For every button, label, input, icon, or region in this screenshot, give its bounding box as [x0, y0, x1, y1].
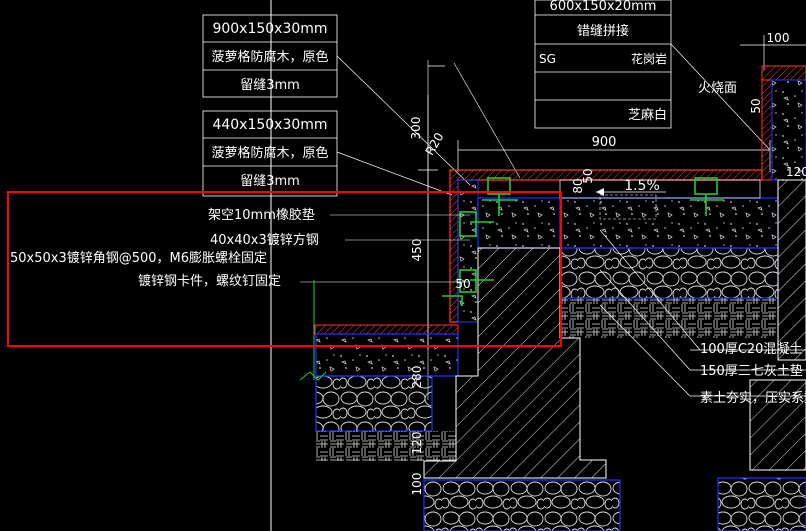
dim-50-slope: 50 [581, 168, 595, 183]
box-a-line2: 菠萝格防腐木，原色 [211, 49, 328, 65]
dim-280: 280 [410, 366, 424, 389]
dim-900: 900 [592, 135, 617, 150]
box-c-line2: 错缝拼接 [577, 23, 629, 39]
label-lime-soil-layer: 150厚三七灰土垫 [700, 363, 803, 379]
retaining-wall-hatch [423, 179, 806, 479]
box-c-granite: 花岗岩 [631, 51, 667, 66]
dim-100-top: 100 [767, 31, 790, 45]
annotation-box-b [202, 110, 338, 197]
dim-80: 80 [571, 178, 585, 193]
label-concrete-layer: 100厚C20混凝土 [700, 341, 802, 357]
box-c-sg: SG [539, 52, 556, 66]
box-c-line1: 600x150x20mm [550, 0, 657, 14]
box-b-line3: 留缝3mm [240, 174, 300, 189]
lower-slab [315, 333, 459, 377]
selection-leaders [300, 214, 470, 283]
annotation-box-c [534, 0, 672, 129]
box-b-line2: 菠萝格防腐木，原色 [211, 145, 328, 161]
label-steel-clip: 镀锌钢卡件，螺纹钉固定 [138, 273, 281, 289]
steel-fixing-brackets [442, 177, 724, 306]
dim-300: 300 [409, 117, 423, 140]
leader-line-c [670, 43, 771, 151]
dim-450: 450 [410, 239, 424, 262]
dim-100-lower: 100 [410, 473, 424, 496]
gravel-layer [315, 247, 806, 531]
dim-120-lower: 120 [410, 432, 424, 455]
dim-r20: R20 [423, 130, 447, 157]
label-square-steel: 40x40x3镀锌方钢 [210, 232, 319, 248]
dim-50-lower: 50 [455, 277, 470, 291]
slope-label: 1.5% [624, 178, 660, 194]
fire-finish-label: 火烧面 [698, 81, 737, 96]
box-b-line1: 440x150x30mm [212, 117, 327, 133]
label-rubber-pad: 架空10mm橡胶垫 [208, 207, 315, 223]
label-angle-steel: 50x50x3镀锌角钢@500，M6膨胀螺栓固定 [10, 250, 267, 266]
dim-50-right: 50 [749, 98, 763, 113]
box-a-line1: 900x150x30mm [212, 21, 327, 37]
leader-line-a [336, 55, 471, 186]
dimension-100-top [740, 35, 806, 70]
planter-wall [761, 65, 806, 181]
compacted-earth-layer [316, 298, 778, 461]
box-a-line3: 留缝3mm [240, 78, 300, 93]
dim-120-right: 120 [786, 165, 806, 179]
wood-deck-frame [559, 179, 761, 199]
label-earth-layer: 素土夯实，压实系数 [700, 391, 806, 406]
layer-leaders [599, 229, 806, 397]
selection-box[interactable] [7, 191, 562, 347]
leader-line-b [336, 151, 453, 196]
box-c-line4: 芝麻白 [628, 107, 667, 123]
